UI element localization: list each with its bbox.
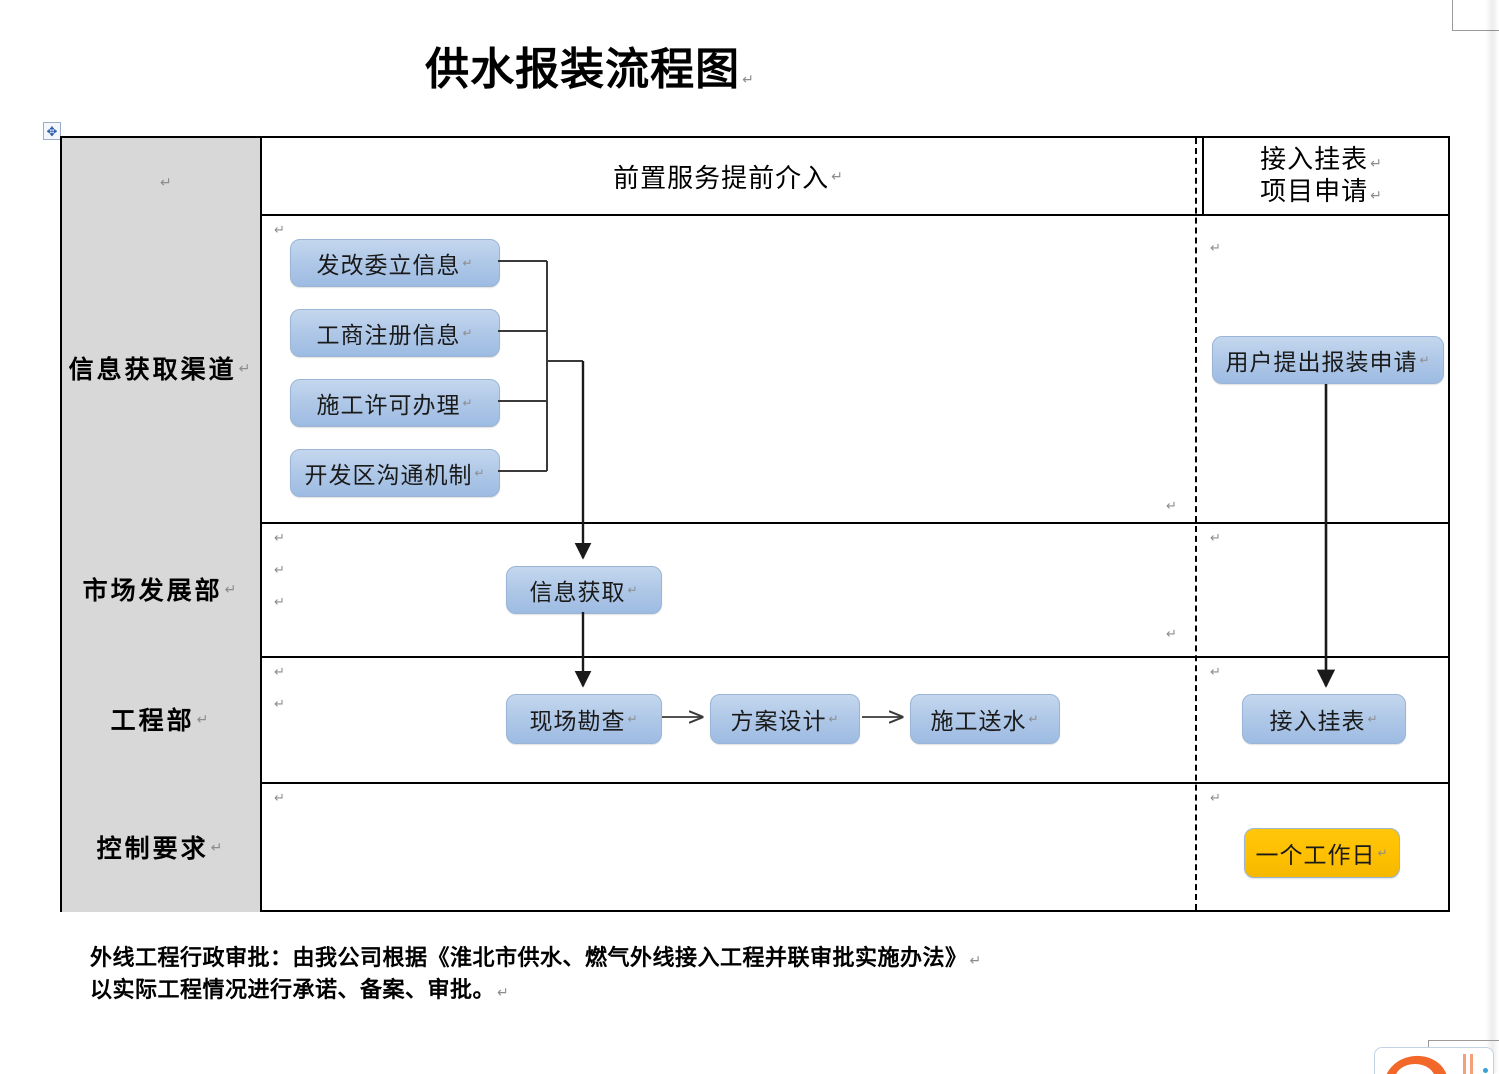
flow-box-label: 用户提出报装申请 [1225,350,1418,375]
paragraph-mark-icon: ↵ [274,696,285,711]
flow-box-site-survey[interactable]: 现场勘查↵ [506,694,662,744]
paragraph-mark-icon: ↵ [1377,846,1389,860]
paragraph-mark-icon: ↵ [274,222,285,237]
paragraph-mark-icon: ↵ [627,712,639,726]
paragraph-mark-icon: ↵ [1166,498,1177,513]
header-main-label: 前置服务提前介入 [613,163,830,193]
header-right-column: 接入挂表↵ 项目申请↵ [1195,138,1448,214]
header-main-column: 前置服务提前介入↵ [262,138,1195,214]
flow-box-information-acquisition[interactable]: 信息获取↵ [506,566,662,614]
flow-box-label: 一个工作日 [1255,843,1376,868]
logo-swoosh-inner [1395,1064,1435,1074]
paragraph-mark-icon: ↵ [274,594,285,609]
row-label-information-channels: 信息获取渠道↵ [62,214,262,522]
flow-box-label: 现场勘查 [529,709,626,734]
paragraph-mark-icon: ↵ [1210,664,1221,679]
paragraph-mark-icon: ↵ [1210,790,1221,805]
paragraph-mark-icon: ↵ [1370,154,1383,171]
flow-box-scheme-design[interactable]: 方案设计↵ [710,694,860,744]
flow-box-user-application[interactable]: 用户提出报装申请↵ [1212,336,1444,384]
paragraph-mark-icon: ↵ [1419,353,1431,367]
row-label-market-development: 市场发展部↵ [62,522,262,656]
column-divider-dashed [1195,138,1197,910]
paragraph-mark-icon: ↵ [1210,240,1221,255]
paragraph-mark-icon: ↵ [627,583,639,597]
paragraph-mark-icon: ↵ [1370,187,1383,203]
flow-box-label: 施工许可办理 [316,393,461,418]
paragraph-mark-icon: ↵ [1028,712,1040,726]
row-label-text: 控制要求 [96,836,209,863]
paragraph-mark-icon: ↵ [274,790,285,805]
table-move-handle-icon[interactable]: ✥ [43,122,61,140]
row-divider [62,214,1448,216]
flow-box-label: 开发区沟通机制 [304,463,473,488]
paragraph-mark-icon: ↵ [274,562,285,577]
row-divider [62,522,1448,524]
paragraph-mark-icon: ↵ [210,838,226,855]
header-right-line1: 接入挂表 [1260,144,1369,174]
flow-box-business-registration[interactable]: 工商注册信息↵ [290,309,500,357]
logo-bar-icon [1463,1054,1466,1074]
paragraph-mark-icon: ↵ [224,580,240,597]
row-divider [62,782,1448,784]
row-label-control-requirement: 控制要求↵ [62,782,262,912]
paragraph-mark-icon: ↵ [1367,712,1379,726]
page-title: 供水报装流程图↵ [0,33,1180,97]
footer-note: 外线工程行政审批：由我公司根据《淮北市供水、燃气外线接入工程并联审批实施办法》↵… [90,942,1190,1006]
row-divider [62,656,1448,658]
logo-bar-icon [1470,1054,1473,1074]
paragraph-mark-icon: ↵ [474,466,486,480]
flow-box-construction-water-supply[interactable]: 施工送水↵ [910,694,1060,744]
header-label-cell: ↵ [62,138,262,214]
flow-box-ndrc-filing[interactable]: 发改委立信息↵ [290,239,500,287]
paragraph-mark-icon: ↵ [742,71,755,87]
paragraph-mark-icon: ↵ [831,167,844,184]
row-label-text: 信息获取渠道 [68,357,237,384]
paragraph-mark-icon: ↵ [160,174,172,190]
paragraph-mark-icon: ↵ [462,256,474,270]
flow-box-label: 信息获取 [529,580,626,605]
flow-box-label: 工商注册信息 [316,323,461,348]
paragraph-mark-icon: ↵ [196,710,212,727]
footer-note-line2: 以实际工程情况进行承诺、备案、审批。 [90,976,496,1002]
flow-box-label: 接入挂表 [1269,709,1366,734]
page-margin-marker-top-right [1452,0,1499,31]
flowchart-table: ↵ 前置服务提前介入↵ 接入挂表↵ 项目申请↵ 信息获取渠道↵ 市场发展部↵ 工… [60,136,1450,912]
page-title-text: 供水报装流程图 [425,45,741,94]
flow-box-development-zone-communication[interactable]: 开发区沟通机制↵ [290,449,500,497]
header-right-line2: 项目申请 [1260,177,1369,206]
flow-box-one-working-day[interactable]: 一个工作日↵ [1244,828,1400,878]
paragraph-mark-icon: ↵ [274,664,285,679]
paragraph-mark-icon: ↵ [969,952,982,968]
flow-box-label: 发改委立信息 [316,253,461,278]
row-label-engineering: 工程部↵ [62,656,262,782]
row-label-text: 市场发展部 [82,578,223,605]
corner-logo-graphic [1374,1047,1494,1074]
page-edge-shadow [1485,0,1499,1073]
paragraph-mark-icon: ↵ [462,326,474,340]
paragraph-mark-icon: ↵ [274,530,285,545]
paragraph-mark-icon: ↵ [238,359,254,376]
flow-box-label: 施工送水 [930,709,1027,734]
paragraph-mark-icon: ↵ [497,983,510,1000]
logo-dot-icon [1483,1068,1488,1073]
footer-note-line1: 外线工程行政审批：由我公司根据《淮北市供水、燃气外线接入工程并联审批实施办法》 [90,945,968,970]
paragraph-mark-icon: ↵ [1210,530,1221,545]
flow-box-construction-permit[interactable]: 施工许可办理↵ [290,379,500,427]
flow-box-label: 方案设计 [730,709,827,734]
paragraph-mark-icon: ↵ [462,396,474,410]
flow-box-connection-metering[interactable]: 接入挂表↵ [1242,694,1406,744]
paragraph-mark-icon: ↵ [828,712,840,726]
header-column-divider [1202,138,1204,214]
row-label-text: 工程部 [110,708,195,735]
paragraph-mark-icon: ↵ [1166,626,1177,641]
